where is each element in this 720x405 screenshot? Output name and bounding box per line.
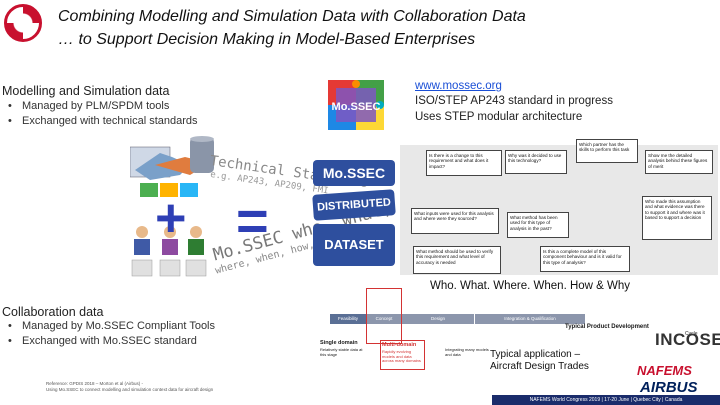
list-item: •Managed by Mo.SSEC Compliant Tools (8, 320, 216, 332)
callout-verification-method: What method should be used to verify thi… (413, 246, 501, 274)
reference-citation: Reference: GPDIS 2018 – Morton et al (Ai… (46, 381, 213, 393)
ap243-info-text: ISO/STEP AP243 standard in progress (415, 95, 613, 107)
single-domain-label: Single domain (320, 340, 358, 346)
callout-partner-skills: Which partner has the skills to perform … (576, 139, 638, 163)
modelling-section-heading: Modelling and Simulation data (2, 84, 170, 98)
stage-design: Design (402, 314, 474, 324)
stage-feasibility: Feasibility (330, 314, 366, 324)
callout-detailed-analysis: Show me the detailed analysis behind the… (645, 150, 713, 174)
list-item: •Managed by PLM/SPDM tools (8, 100, 170, 112)
collaboration-bullet-list: •Managed by Mo.SSEC Compliant Tools •Exc… (0, 319, 215, 349)
list-item: •Exchanged with Mo.SSEC standard (8, 335, 197, 347)
callout-model-validity: Is this a complete model of this compone… (540, 246, 630, 272)
product-development-timeline: Feasibility Concept Design Integration &… (320, 288, 710, 370)
equals-icon: = (236, 189, 269, 252)
callout-assumption-evidence: Who made this assumption and what eviden… (642, 196, 712, 240)
reference-line-1: Reference: GPDIS 2018 – Morton et al (Ai… (46, 381, 144, 386)
step-architecture-text: Uses STEP modular architecture (415, 111, 583, 123)
mossec-database-top: Mo.SSEC (313, 160, 395, 186)
collaboration-section-heading: Collaboration data (2, 305, 104, 319)
typical-application-line-1: Typical application – (490, 349, 581, 360)
single-domain-note: Relatively stable data at this stage (320, 347, 363, 357)
stage-concept: Concept (367, 314, 401, 324)
callout-analysis-inputs: What inputs were used for this analysis … (411, 208, 499, 234)
reference-line-2: Using Mo.SSEC to connect modelling and s… (46, 387, 214, 392)
integration-note: Integrating many models and data (445, 347, 489, 357)
bullet-text: Exchanged with technical standards (22, 115, 198, 127)
stage-integration: Integration & Qualification (475, 314, 585, 324)
multi-domain-label: Multi-domain (382, 342, 417, 348)
airbus-logo: AIRBUS (640, 379, 698, 396)
typical-application-text: Typical application – Aircraft Design Tr… (490, 349, 589, 373)
bullet-text: Exchanged with Mo.SSEC standard (22, 335, 197, 347)
callout-analysis-method: What method has been used for this type … (507, 212, 569, 238)
plus-icon: + (155, 188, 187, 248)
collaboration-people-illustration (131, 226, 207, 277)
bullet-text: Managed by Mo.SSEC Compliant Tools (22, 320, 216, 332)
mossec-puzzle-logo: Mo.SSEC (328, 80, 384, 130)
slide-title-line-2: … to Support Decision Making in Model-Ba… (58, 31, 476, 48)
bullet-text: Managed by PLM/SPDM tools (22, 100, 170, 112)
nafems-logo: NAFEMS (637, 363, 692, 378)
multi-domain-highlight-box (366, 288, 402, 344)
multi-domain-note: Rapidly evolving models and data across … (382, 349, 421, 364)
multi-domain-box: Multi-domain Rapidly evolving models and… (380, 340, 425, 370)
timeline-title-sub: Cycle (685, 331, 698, 337)
mossec-logo-label: Mo.SSEC (332, 101, 381, 113)
callout-requirement-change: Is there is a change to this requirement… (426, 150, 502, 176)
typical-application-line-2: Aircraft Design Trades (490, 361, 589, 372)
timeline-title: Typical Product Development (565, 324, 649, 330)
conference-logo (4, 4, 42, 42)
incose-logo: INCOSE (655, 330, 720, 349)
modelling-bullet-list: •Managed by PLM/SPDM tools •Exchanged wi… (0, 99, 198, 129)
callout-technology-decision: Why was it decided to use this technolog… (505, 150, 567, 174)
mossec-website-link[interactable]: www.mossec.org (415, 80, 502, 92)
who-what-where-caption: Who. What. Where. When. How & Why (430, 280, 631, 292)
simulation-models-illustration (130, 136, 214, 197)
dataset-database-bottom: DATASET (313, 224, 395, 266)
slide-title-line-1: Combining Modelling and Simulation Data … (58, 8, 526, 25)
footer-bar: NAFEMS World Congress 2019 | 17-20 June … (492, 395, 720, 405)
list-item: •Exchanged with technical standards (8, 115, 198, 127)
